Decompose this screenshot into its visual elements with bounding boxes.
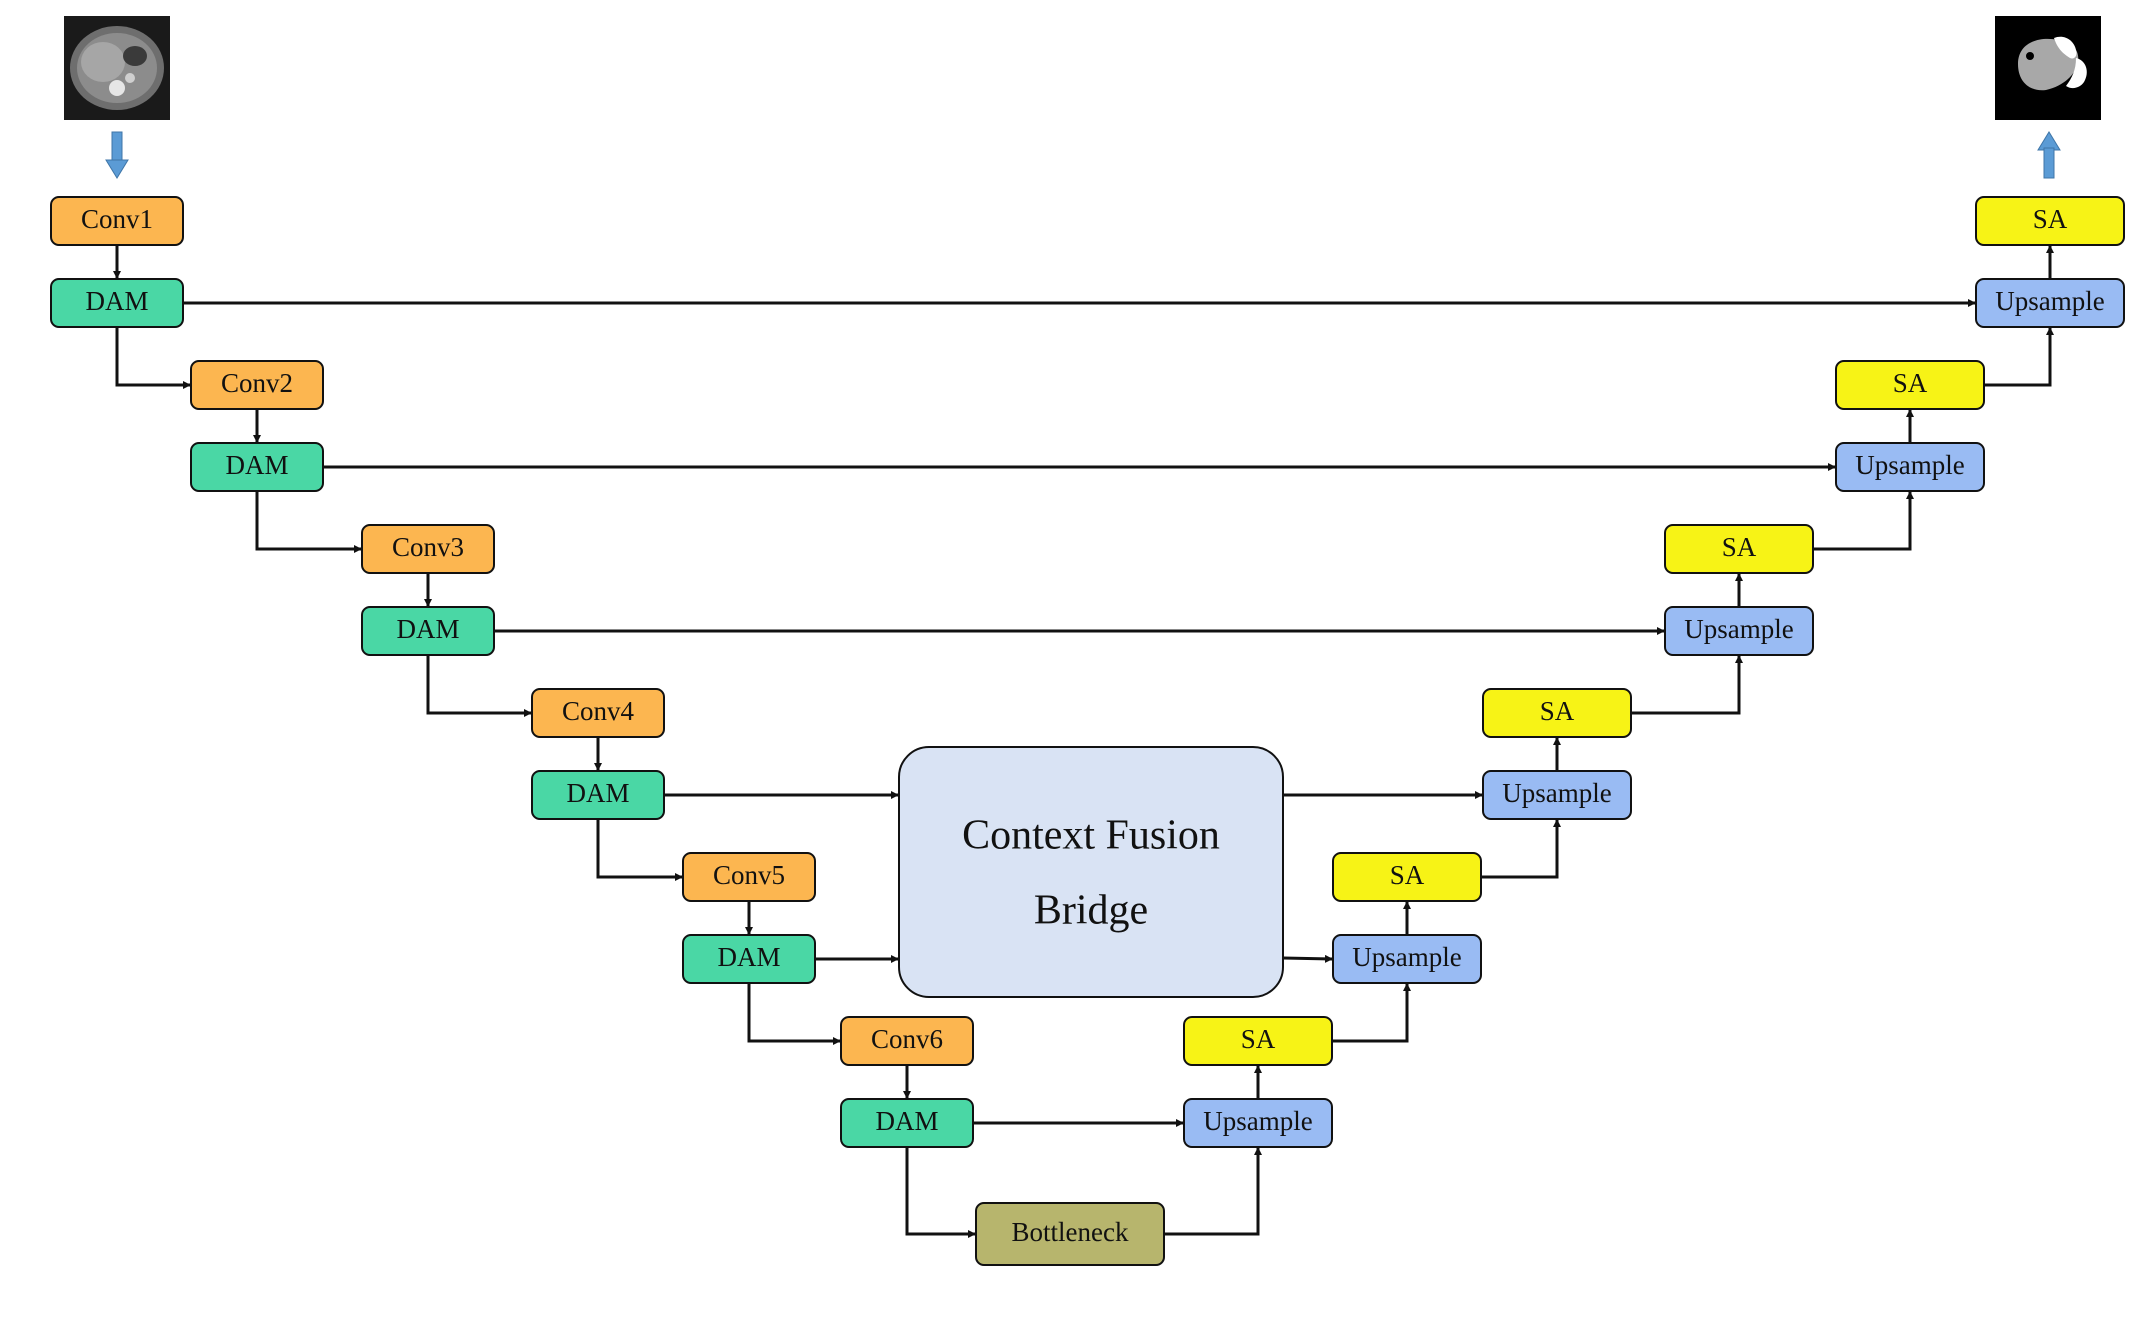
bottleneck-to-upsample6-arrow: [1164, 1147, 1262, 1236]
sa6-block-shape: [1183, 1016, 1333, 1066]
blocks: Conv1DAMConv2DAMConv3DAMConv4DAMConv5DAM…: [50, 196, 2125, 1266]
dam4-block-label: DAM: [566, 778, 629, 808]
conv5-block: Conv5: [682, 852, 816, 902]
upsample4-block-label: Upsample: [1502, 778, 1611, 808]
sa2-block-shape: [1835, 360, 1985, 410]
dam5-to-conv6-arrow: [747, 983, 841, 1045]
bottleneck-block-shape: [975, 1202, 1165, 1266]
bridge-to-upsample5-arrow: [1282, 954, 1333, 963]
upsample6-block: Upsample: [1183, 1098, 1333, 1148]
sa3-block: SA: [1664, 524, 1814, 574]
sa5-block-shape: [1332, 852, 1482, 902]
conv4-block-shape: [531, 688, 665, 738]
sa1-block-shape: [1975, 196, 2125, 246]
upsample5-block: Upsample: [1332, 934, 1482, 984]
connectors: [113, 245, 2054, 1238]
sa5-block: SA: [1332, 852, 1482, 902]
dam3-block: DAM: [361, 606, 495, 656]
output-image: [1995, 16, 2101, 120]
sa2-to-upsample1-arrow: [1984, 327, 2054, 387]
conv1-block: Conv1: [50, 196, 184, 246]
dam3-block-label: DAM: [396, 614, 459, 644]
sa6-to-upsample5-arrow: [1332, 983, 1411, 1043]
bridge-title-line1: Context Fusion: [962, 813, 1220, 859]
sa5-to-upsample4-arrow: [1481, 819, 1561, 879]
upsample2-block-shape: [1835, 442, 1985, 492]
conv2-block: Conv2: [190, 360, 324, 410]
upsample2-block-label: Upsample: [1855, 450, 1964, 480]
upsample6-block-shape: [1183, 1098, 1333, 1148]
dam1-block: DAM: [50, 278, 184, 328]
conv6-block-label: Conv6: [871, 1024, 943, 1054]
conv3-block-shape: [361, 524, 495, 574]
dam6-block-shape: [840, 1098, 974, 1148]
upsample3-block: Upsample: [1664, 606, 1814, 656]
dam6-to-bottleneck-arrow: [905, 1147, 976, 1238]
arrow-up-icon: [2037, 131, 2061, 179]
sa1-block: SA: [1975, 196, 2125, 246]
bottleneck-block: Bottleneck: [975, 1202, 1165, 1266]
dam6-block-label: DAM: [875, 1106, 938, 1136]
dam4-block: DAM: [531, 770, 665, 820]
sa5-block-label: SA: [1390, 860, 1425, 890]
conv3-block-label: Conv3: [392, 532, 464, 562]
dam5-block-label: DAM: [717, 942, 780, 972]
dam6-block: DAM: [840, 1098, 974, 1148]
sa6-block: SA: [1183, 1016, 1333, 1066]
upsample3-block-label: Upsample: [1684, 614, 1793, 644]
sa4-block-label: SA: [1540, 696, 1575, 726]
conv2-block-label: Conv2: [221, 368, 293, 398]
dam4-to-conv5-arrow: [596, 819, 683, 881]
dam3-to-conv4-arrow: [426, 655, 532, 717]
conv1-block-label: Conv1: [81, 204, 153, 234]
upsample5-block-label: Upsample: [1352, 942, 1461, 972]
input-image: [64, 16, 170, 120]
upsample1-block: Upsample: [1975, 278, 2125, 328]
sa4-block: SA: [1482, 688, 1632, 738]
sa4-block-shape: [1482, 688, 1632, 738]
conv2-block-shape: [190, 360, 324, 410]
upsample5-block-shape: [1332, 934, 1482, 984]
dam3-block-shape: [361, 606, 495, 656]
upsample4-block: Upsample: [1482, 770, 1632, 820]
dam2-block-label: DAM: [225, 450, 288, 480]
conv3-block: Conv3: [361, 524, 495, 574]
sa2-block: SA: [1835, 360, 1985, 410]
dam2-block-shape: [190, 442, 324, 492]
dam5-block-shape: [682, 934, 816, 984]
upsample3-block-shape: [1664, 606, 1814, 656]
dam1-block-label: DAM: [85, 286, 148, 316]
dam2-block: DAM: [190, 442, 324, 492]
dam5-block: DAM: [682, 934, 816, 984]
context-fusion-bridge-shape: [898, 746, 1284, 998]
upsample1-block-label: Upsample: [1995, 286, 2104, 316]
conv4-block-label: Conv4: [562, 696, 635, 726]
sa6-block-label: SA: [1241, 1024, 1276, 1054]
sa1-block-label: SA: [2033, 204, 2068, 234]
conv6-block: Conv6: [840, 1016, 974, 1066]
sa3-block-label: SA: [1722, 532, 1757, 562]
dam4-block-shape: [531, 770, 665, 820]
sa3-to-upsample2-arrow: [1813, 491, 1914, 551]
conv5-block-label: Conv5: [713, 860, 785, 890]
sa4-to-upsample3-arrow: [1631, 655, 1743, 715]
dam1-to-conv2-arrow: [115, 327, 191, 389]
bridge-title-line2: Bridge: [1034, 888, 1148, 934]
dam1-block-shape: [50, 278, 184, 328]
upsample2-block: Upsample: [1835, 442, 1985, 492]
upsample4-block-shape: [1482, 770, 1632, 820]
conv1-block-shape: [50, 196, 184, 246]
upsample6-block-label: Upsample: [1203, 1106, 1312, 1136]
bottleneck-block-label: Bottleneck: [1012, 1217, 1129, 1247]
conv4-block: Conv4: [531, 688, 665, 738]
upsample1-block-shape: [1975, 278, 2125, 328]
conv6-block-shape: [840, 1016, 974, 1066]
dam2-to-conv3-arrow: [255, 491, 362, 553]
sa2-block-label: SA: [1893, 368, 1928, 398]
sa3-block-shape: [1664, 524, 1814, 574]
conv5-block-shape: [682, 852, 816, 902]
arrow-down-icon: [105, 131, 129, 179]
